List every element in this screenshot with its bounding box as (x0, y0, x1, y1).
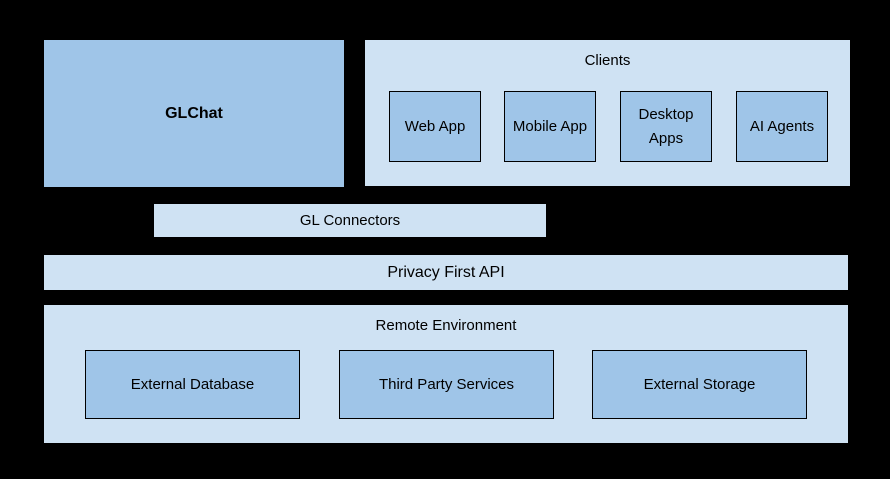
client-box-ai-agents: AI Agents (736, 91, 828, 162)
remote-box-external-database-label: External Database (130, 376, 255, 393)
gl-connectors-label: GL Connectors (299, 212, 401, 229)
remote-environment-container: Remote Environment External Database Thi… (44, 305, 848, 443)
remote-box-external-database: External Database (85, 350, 300, 419)
glchat-label: GLChat (165, 104, 223, 122)
client-box-mobile-app-label: Mobile App (512, 117, 588, 135)
privacy-first-api-bar: Privacy First API (44, 255, 848, 290)
client-box-web-app: Web App (389, 91, 481, 162)
clients-title: Clients (584, 52, 631, 69)
client-box-web-app-label: Web App (404, 117, 466, 135)
remote-box-external-storage-label: External Storage (643, 376, 756, 393)
client-box-ai-agents-label: AI Agents (749, 117, 815, 135)
gl-connectors-bar: GL Connectors (154, 204, 546, 237)
remote-box-external-storage: External Storage (592, 350, 807, 419)
glchat-box: GLChat (44, 40, 344, 187)
client-box-desktop-apps: Desktop Apps (620, 91, 712, 162)
client-box-mobile-app: Mobile App (504, 91, 596, 162)
remote-box-third-party-services: Third Party Services (339, 350, 554, 419)
remote-box-third-party-services-label: Third Party Services (378, 376, 515, 393)
remote-environment-title: Remote Environment (375, 317, 517, 334)
clients-container: Clients Web App Mobile App Desktop Apps … (365, 40, 850, 186)
privacy-first-api-label: Privacy First API (387, 263, 505, 281)
client-box-desktop-apps-label: Desktop Apps (638, 106, 694, 147)
